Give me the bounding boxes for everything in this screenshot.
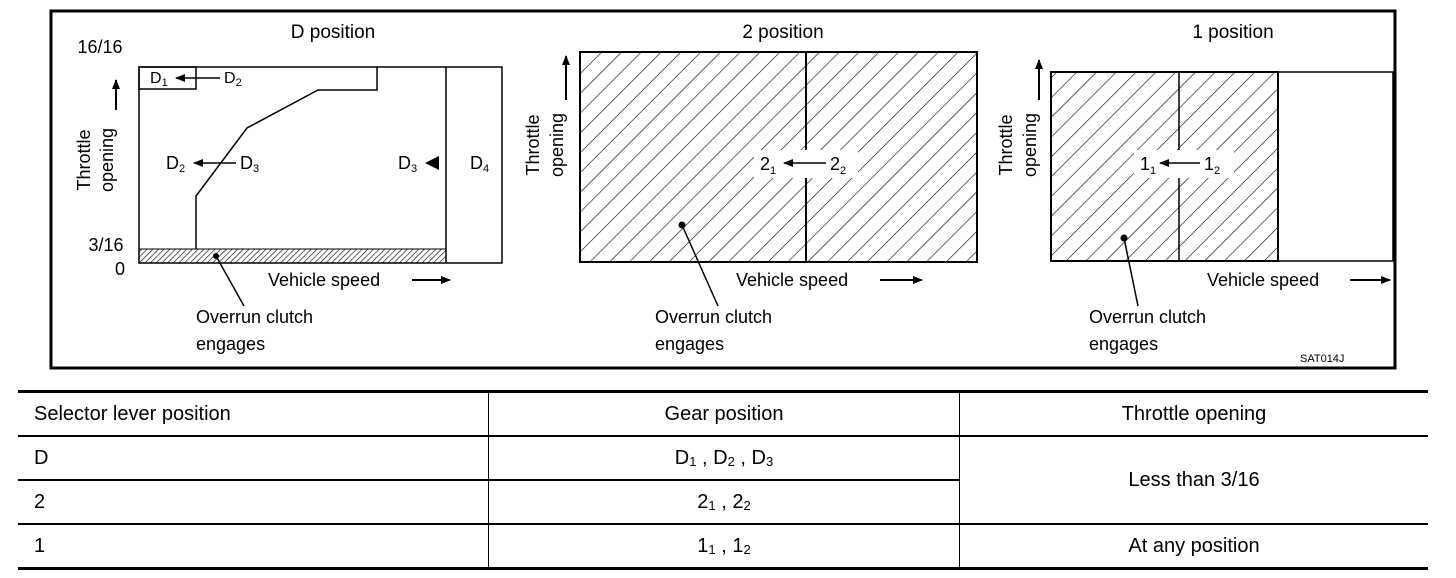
overrun-label-2: Overrun clutch [655, 307, 772, 327]
table-row: 2 21 , 22 [18, 480, 1428, 525]
table-row: 1 11 , 12 At any position [18, 524, 1428, 570]
selector-cell: 1 [18, 524, 489, 570]
gear-subscript: 1 [689, 453, 697, 469]
label-bg-1 [1134, 150, 1234, 178]
engages-label-1: engages [1089, 334, 1158, 354]
gear-subscript: 3 [765, 453, 774, 469]
opening-label-2: opening [547, 113, 567, 177]
label-d3-mid: D3 [240, 153, 259, 175]
label-2-1: 21 [760, 154, 776, 177]
gear-cell: 21 , 22 [488, 480, 960, 525]
gear-summary-table: Selector lever position Gear position Th… [18, 390, 1428, 570]
label-d1: D1 [150, 70, 168, 89]
shift-diagram: D position 16/16 3/16 0 Throttle opening… [49, 9, 1397, 370]
graph-box-d [138, 66, 503, 264]
overrun-pointer-2 [681, 224, 719, 307]
y-label-16-16: 16/16 [77, 37, 122, 57]
gear-cell: D1 , D2 , D3 [488, 436, 960, 481]
throttle-cell-less: Less than 3/16 [959, 436, 1428, 525]
panel-1-position: 1 position Throttle opening 11 12 Vehicl… [996, 22, 1394, 354]
throttle-label-d: Throttle [74, 129, 94, 190]
d2-d3-shift-line [195, 67, 378, 249]
label-1-1: 11 [1140, 154, 1156, 177]
panel-1-title: 1 position [1192, 22, 1273, 43]
engages-label-2: engages [655, 334, 724, 354]
y-label-zero: 0 [115, 259, 125, 279]
panel-2-position: 2 position Throttle opening 21 22 Vehicl… [523, 22, 978, 354]
overrun-label-1: Overrun clutch [1089, 307, 1206, 327]
gear-label: D [674, 446, 690, 469]
gear-label: D [713, 446, 728, 469]
engages-label-d: engages [196, 334, 265, 354]
panel-2-title: 2 position [742, 22, 823, 43]
label-2-2: 22 [830, 154, 846, 177]
gear-label: 1 [697, 534, 709, 557]
throttle-label-1: Throttle [996, 114, 1016, 175]
gear-cell: 11 , 12 [488, 524, 960, 570]
header-gear: Gear position [488, 390, 960, 437]
header-selector: Selector lever position [18, 390, 489, 437]
opening-label-d: opening [97, 128, 117, 192]
opening-label-1: opening [1020, 113, 1040, 177]
label-d4: D4 [470, 153, 489, 175]
gear-subscript: 1 [708, 541, 716, 557]
label-1-2: 12 [1204, 154, 1220, 177]
gear-subscript: 2 [727, 453, 735, 469]
overrun-pointer-d [215, 255, 245, 307]
speed-label-bg-2 [730, 266, 930, 290]
panel-d-position: D position 16/16 3/16 0 Throttle opening… [74, 22, 503, 354]
gear-subscript: 1 [708, 497, 716, 513]
vehicle-speed-label-1: Vehicle speed [1207, 270, 1319, 290]
speed-label-bg-1 [1200, 266, 1393, 290]
label-d3-right: D3 [398, 153, 417, 175]
table-row: D D1 , D2 , D3 Less than 3/16 [18, 436, 1428, 525]
overrun-label-d: Overrun clutch [196, 307, 313, 327]
header-throttle: Throttle opening [959, 390, 1428, 437]
overrun-band-d [138, 248, 447, 264]
panel-d-title: D position [291, 22, 376, 43]
table-header-row: Selector lever position Gear position Th… [18, 390, 1428, 437]
selector-cell: 2 [18, 480, 489, 525]
figure-code: SAT014J [1300, 353, 1344, 365]
label-d2-upper: D2 [224, 70, 242, 89]
gear-subscript: 2 [743, 497, 751, 513]
vehicle-speed-label-d: Vehicle speed [268, 270, 380, 290]
figure-frame [49, 9, 1397, 370]
gear-label: 2 [732, 490, 744, 513]
label-d2-mid: D2 [166, 153, 185, 175]
selector-cell: D [18, 436, 489, 481]
vehicle-speed-label-2: Vehicle speed [736, 270, 848, 290]
gear-label: D [751, 446, 766, 469]
arrow-d4-to-d3 [425, 156, 439, 170]
gear-label: 2 [697, 490, 709, 513]
throttle-cell-any: At any position [959, 524, 1428, 570]
throttle-label-2: Throttle [523, 114, 543, 175]
overrun-pointer-1 [1123, 237, 1139, 307]
gear-subscript: 2 [743, 541, 751, 557]
y-label-3-16: 3/16 [88, 235, 123, 255]
label-bg-2 [754, 150, 858, 178]
gear-label: 1 [732, 534, 744, 557]
